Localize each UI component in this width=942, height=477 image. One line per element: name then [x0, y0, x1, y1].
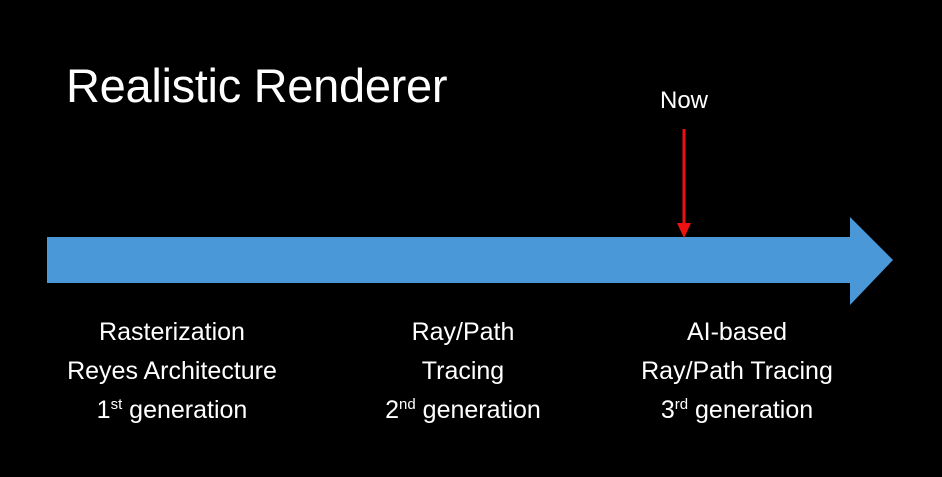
stage-second-generation: Ray/Path Tracing 2nd generation [313, 313, 613, 430]
stage-line: Ray/Path [411, 318, 515, 346]
stage-line: Tracing [421, 357, 505, 385]
stage-generation: 3rd generation [587, 391, 887, 430]
stage-line: Rasterization [99, 318, 245, 346]
ordinal-suffix: nd [399, 396, 416, 413]
generation-number: 2 [385, 396, 400, 424]
ordinal-suffix: rd [674, 396, 689, 413]
generation-word: generation [688, 396, 814, 424]
stage-line: Reyes Architecture [67, 357, 277, 385]
stage-line: AI-based [686, 318, 788, 346]
stage-third-generation: AI-based Ray/Path Tracing 3rd generation [587, 313, 887, 430]
stage-generation: 1st generation [22, 391, 322, 430]
generation-word: generation [415, 396, 541, 424]
stage-generation: 2nd generation [313, 391, 613, 430]
stage-first-generation: Rasterization Reyes Architecture 1st gen… [22, 313, 322, 430]
now-label: Now [659, 87, 708, 114]
generation-number: 3 [660, 396, 675, 424]
generation-word: generation [122, 396, 248, 424]
ordinal-suffix: st [110, 396, 123, 413]
slide-title: Realistic Renderer [66, 59, 448, 112]
generation-number: 1 [96, 396, 111, 424]
now-arrow-head [677, 223, 691, 238]
timeline-arrow [47, 217, 893, 305]
stage-line: Ray/Path Tracing [641, 357, 833, 385]
